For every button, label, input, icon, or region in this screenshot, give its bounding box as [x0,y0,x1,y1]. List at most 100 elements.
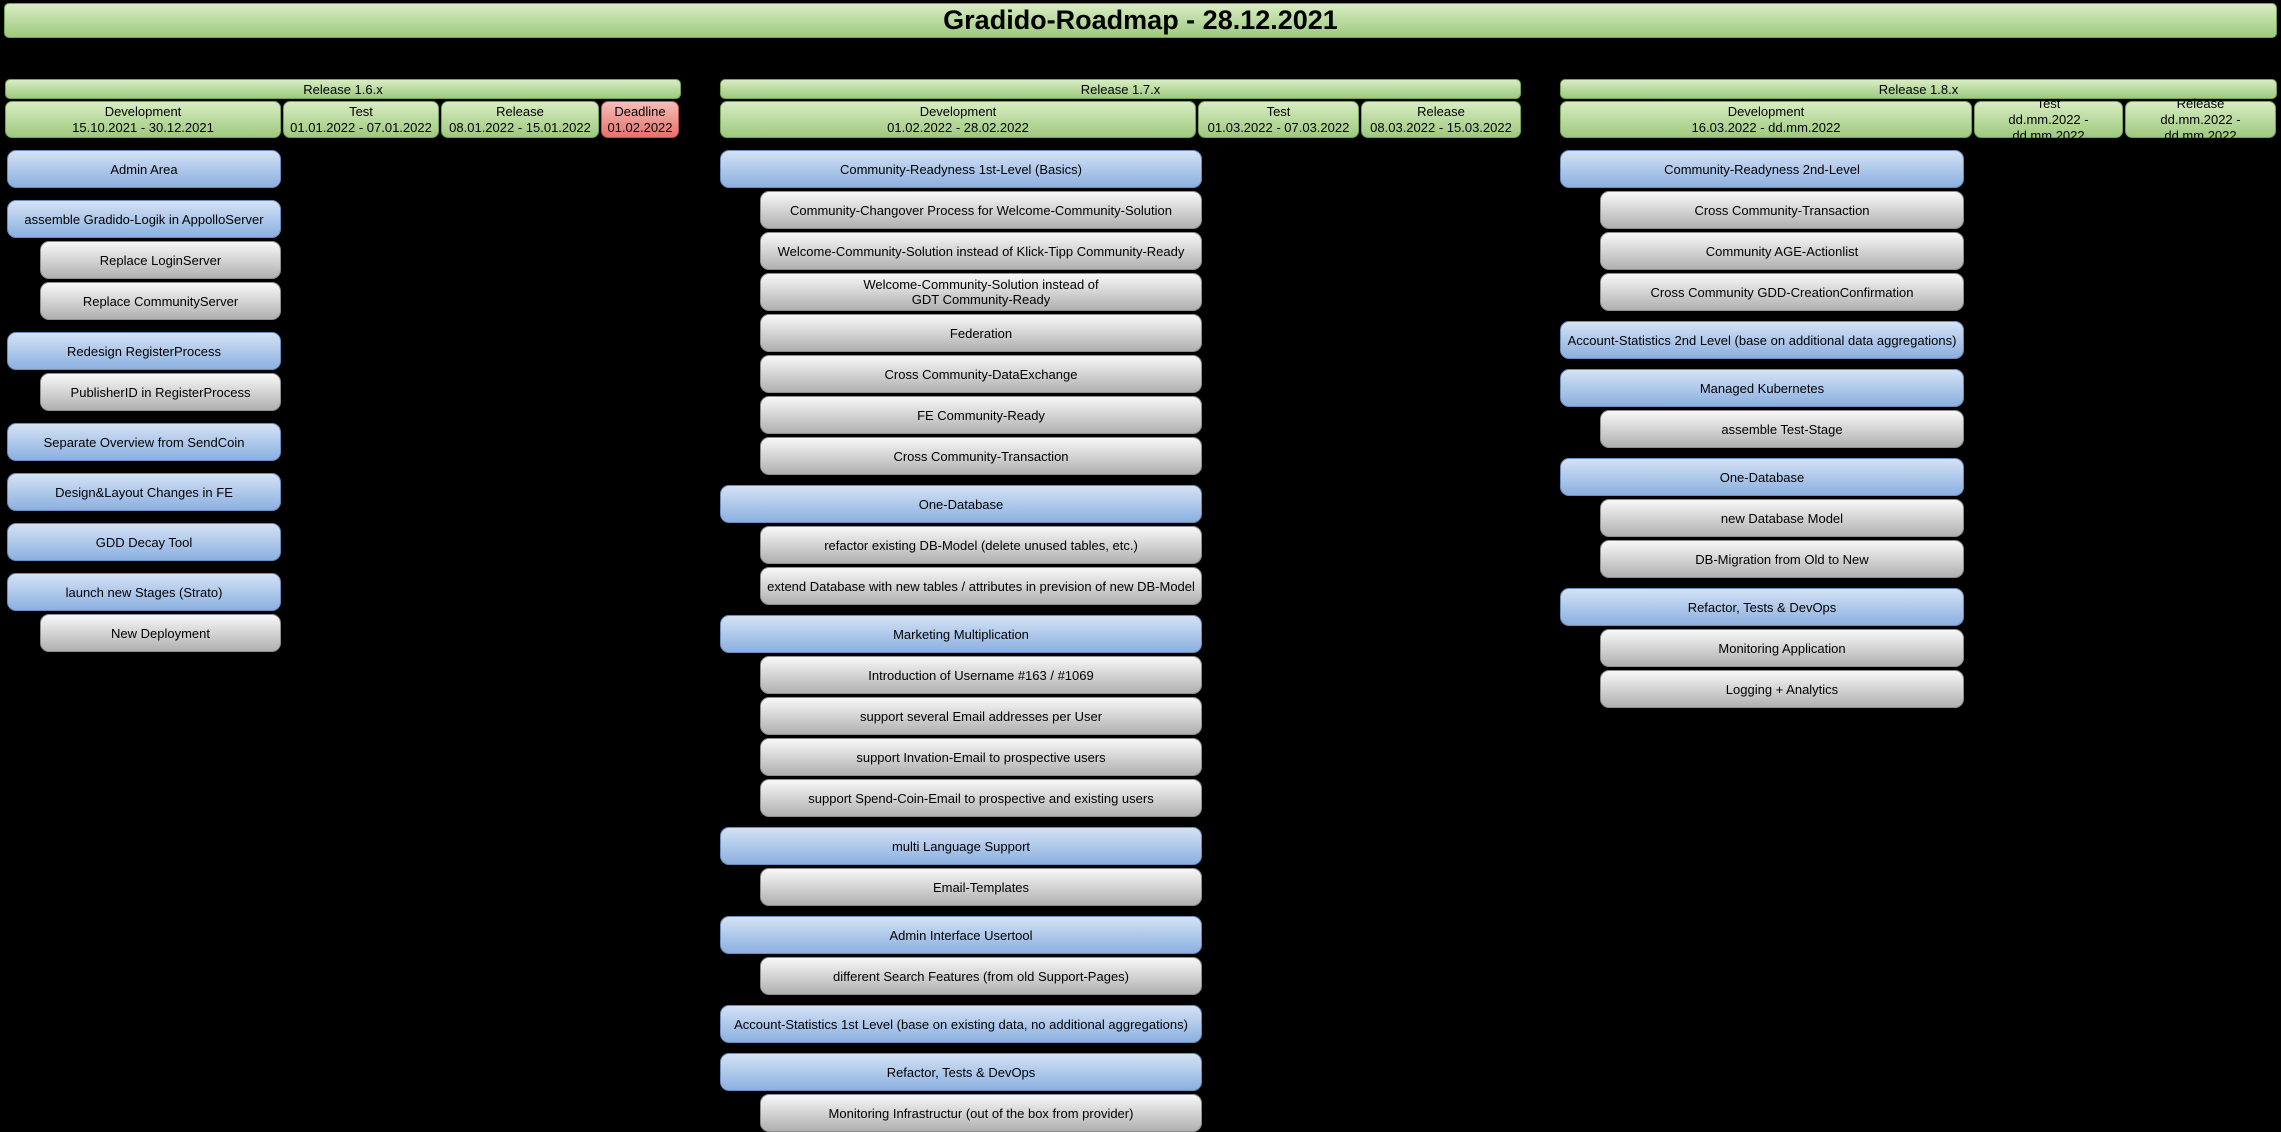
connector-arrow-icon [277,133,287,139]
task-box-parent: launch new Stages (Strato) [7,573,281,611]
phase-row: Development 16.03.2022 - dd.mm.2022 Test… [1560,96,2277,143]
phase-dates: dd.mm.2022 - dd.mm.2022 [2008,111,2089,143]
page-title: Gradido-Roadmap - 28.12.2021 [4,3,2277,38]
task-label: Refactor, Tests & DevOps [886,1064,1036,1080]
task-box-parent: Refactor, Tests & DevOps [1560,588,1964,626]
task-label: Cross Community GDD-CreationConfirmation [1650,284,1914,300]
phase-box-test: Test 01.03.2022 - 07.03.2022 [1198,101,1359,138]
release-title: Release 1.6.x [5,79,681,99]
task-box-child: Replace CommunityServer [40,282,281,320]
task-box-child: New Deployment [40,614,281,652]
phase-dates: 16.03.2022 - dd.mm.2022 [1691,119,1841,135]
task-box-child: extend Database with new tables / attrib… [760,567,1202,605]
release-column-1-8-x: Release 1.8.x Development 16.03.2022 - d… [1560,79,2277,708]
task-box-child: different Search Features (from old Supp… [760,957,1202,995]
phase-row: Development 15.10.2021 - 30.12.2021 Test… [5,100,681,139]
task-label: Community-Readyness 2nd-Level [1664,161,1860,177]
task-label: Cross Community-Transaction [893,448,1069,464]
task-box-child: support Spend-Coin-Email to prospective … [760,779,1202,817]
phase-label: Release [496,103,544,119]
task-label: Community-Changover Process for Welcome-… [790,202,1172,218]
phase-label: Development [919,103,997,119]
phase-box-development: Development 01.02.2022 - 28.02.2022 [720,101,1196,138]
task-box-child: Introduction of Username #163 / #1069 [760,656,1202,694]
task-box-parent: Marketing Multiplication [720,615,1202,653]
task-label: One-Database [1719,469,1805,485]
phase-label: Test [1266,103,1291,119]
phase-box-development: Development 15.10.2021 - 30.12.2021 [5,101,281,138]
phase-label: Release [2176,95,2225,111]
task-box-parent: Refactor, Tests & DevOps [720,1053,1202,1091]
task-label: different Search Features (from old Supp… [832,968,1130,984]
task-box-child: Community-Changover Process for Welcome-… [760,191,1202,229]
task-label: Monitoring Application [1718,640,1846,656]
task-box-child: Logging + Analytics [1600,670,1964,708]
task-box-child: assemble Test-Stage [1600,410,1964,448]
task-box-parent: assemble Gradido-Logik in AppolloServer [7,200,281,238]
task-box-parent: Community-Readyness 1st-Level (Basics) [720,150,1202,188]
task-label: extend Database with new tables / attrib… [767,578,1195,594]
task-label: Welcome-Community-Solution instead of Kl… [777,243,1185,259]
task-box-parent: Admin Area [7,150,281,188]
phase-label: Deadline [614,103,666,119]
task-label: assemble Gradido-Logik in AppolloServer [24,211,264,227]
task-box-child: Cross Community-Transaction [760,437,1202,475]
phase-label: Development [104,103,182,119]
task-box-child: refactor existing DB-Model (delete unuse… [760,526,1202,564]
phase-row: Development 01.02.2022 - 28.02.2022 Test… [720,100,1521,139]
task-label: assemble Test-Stage [1721,421,1843,437]
phase-box-deadline: Deadline 01.02.2022 [601,101,679,138]
task-box-child: support Invation-Email to prospective us… [760,738,1202,776]
task-label: One-Database [918,496,1004,512]
task-box-child: Welcome-Community-Solution instead of GD… [760,273,1202,311]
connector-arrow-icon [1192,100,1202,106]
task-label: support Invation-Email to prospective us… [856,749,1106,765]
task-label: refactor existing DB-Model (delete unuse… [824,537,1138,553]
task-label: Logging + Analytics [1725,681,1839,697]
task-box-child: Monitoring Infrastructur (out of the box… [760,1094,1202,1132]
task-label: launch new Stages (Strato) [65,584,223,600]
task-label: Admin Area [110,161,178,177]
phase-dates: 01.03.2022 - 07.03.2022 [1207,119,1350,135]
task-label: Community AGE-Actionlist [1705,243,1859,259]
task-box-parent: One-Database [1560,458,1964,496]
task-box-child: Monitoring Application [1600,629,1964,667]
task-label: Admin Interface Usertool [889,927,1033,943]
task-list: Admin Area assemble Gradido-Logik in App… [7,150,681,652]
task-label: GDD Decay Tool [95,534,193,550]
task-label: Marketing Multiplication [893,626,1029,642]
task-label: new Database Model [1720,510,1844,526]
task-box-child: DB-Migration from Old to New [1600,540,1964,578]
task-box-child: PublisherID in RegisterProcess [40,373,281,411]
task-label: Cross Community-Transaction [1694,202,1870,218]
task-box-child: FE Community-Ready [760,396,1202,434]
phase-box-test: Test dd.mm.2022 - dd.mm.2022 [1974,96,2123,143]
phase-label: Test [2036,95,2061,111]
connector-arrow-icon [1968,133,1978,139]
task-list: Community-Readyness 2nd-Level Cross Comm… [1560,150,2277,708]
release-column-1-7-x: Release 1.7.x Development 01.02.2022 - 2… [720,79,1521,1132]
task-box-child: new Database Model [1600,499,1964,537]
task-label: Federation [949,325,1013,341]
task-label: Introduction of Username #163 / #1069 [868,667,1094,683]
connector-arrow-icon [435,100,445,106]
task-label: Separate Overview from SendCoin [43,434,245,450]
phase-dates: 01.01.2022 - 07.01.2022 [290,119,432,135]
task-label: multi Language Support [891,838,1031,854]
task-label: Design&Layout Changes in FE [55,484,233,500]
task-box-child: Replace LoginServer [40,241,281,279]
phase-dates: 01.02.2022 [607,119,673,135]
connector-arrow-icon [2119,100,2129,106]
task-label: Email-Templates [932,879,1030,895]
task-box-parent: Account-Statistics 1st Level (base on ex… [720,1005,1202,1043]
task-box-child: Community AGE-Actionlist [1600,232,1964,270]
task-box-parent: multi Language Support [720,827,1202,865]
task-label: Replace CommunityServer [82,293,239,309]
task-label: Replace LoginServer [99,252,222,268]
release-title: Release 1.7.x [720,79,1521,99]
connector-arrow-icon [1355,100,1365,106]
phase-label: Test [349,103,373,119]
task-box-child: Welcome-Community-Solution instead of Kl… [760,232,1202,270]
task-box-child: Federation [760,314,1202,352]
